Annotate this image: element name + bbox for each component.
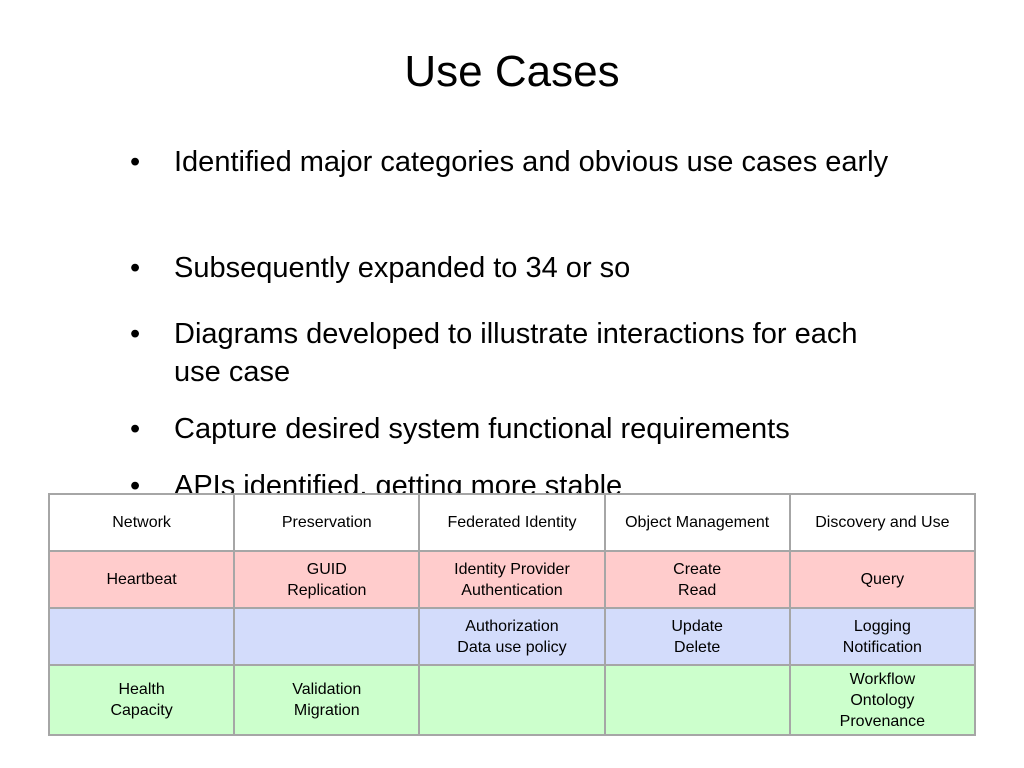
table-row: Authorization Data use policy Update Del… [47,607,977,666]
table-cell [603,664,791,736]
table-row: Heartbeat GUID Replication Identity Prov… [47,550,977,609]
table-cell: Health Capacity [47,664,236,736]
table-cell: Logging Notification [788,607,977,666]
table-cell: Create Read [603,550,791,609]
bullet-icon: • [130,470,141,502]
bullet-text: Subsequently expanded to 34 or so [174,252,631,284]
table-cell [47,607,236,666]
column-header-network: Network [47,493,236,552]
column-header-federated-identity: Federated Identity [418,493,606,552]
table-header-row: Network Preservation Federated Identity … [47,493,977,552]
table-cell: Heartbeat [47,550,236,609]
table-cell [233,607,421,666]
table-cell: Authorization Data use policy [418,607,606,666]
bullet-text: Capture desired system functional requir… [174,413,790,445]
bullet-text: Diagrams developed to illustrate interac… [174,318,858,388]
column-header-preservation: Preservation [233,493,421,552]
table-cell: Validation Migration [233,664,421,736]
table-cell: Workflow Ontology Provenance [788,664,977,736]
bullet-icon: • [130,318,141,350]
bullet-text: Identified major categories and obvious … [174,146,889,178]
column-header-discovery-and-use: Discovery and Use [788,493,977,552]
table-cell: Query [788,550,977,609]
table-row: Health Capacity Validation Migration Wor… [47,664,977,736]
slide-title: Use Cases [404,47,620,96]
bullet-icon: • [130,146,141,178]
table-cell [418,664,606,736]
table-cell: GUID Replication [233,550,421,609]
use-case-table: Network Preservation Federated Identity … [47,493,977,736]
column-header-object-management: Object Management [603,493,791,552]
table-cell: Identity Provider Authentication [418,550,606,609]
table-cell: Update Delete [603,607,791,666]
bullet-icon: • [130,252,141,284]
bullet-icon: • [130,413,141,445]
